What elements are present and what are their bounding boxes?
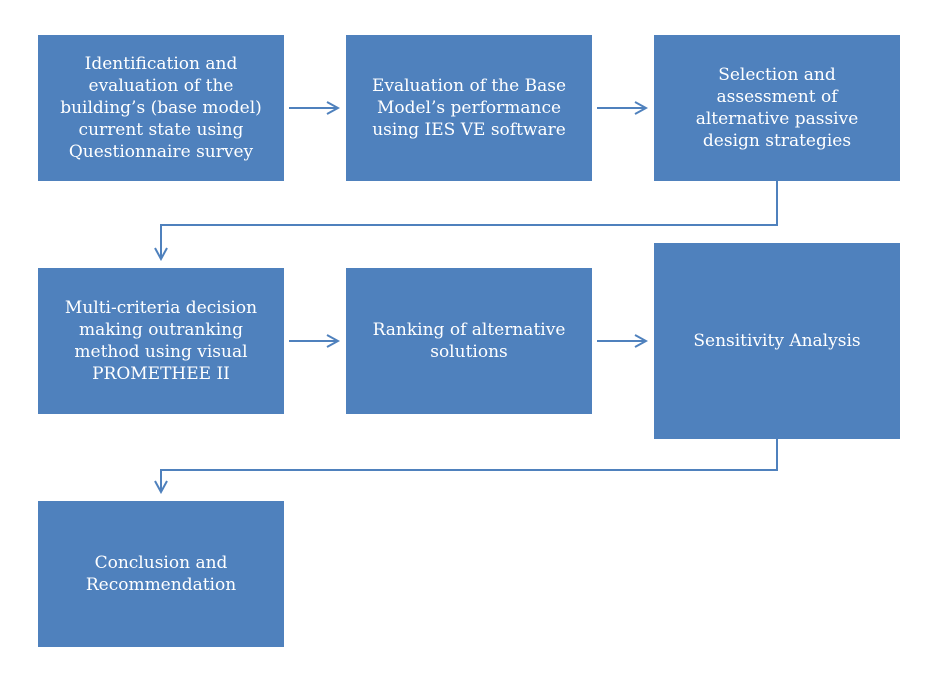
step-5-box: Ranking of alternative solutions: [346, 268, 592, 414]
step-1-box: Identification and evaluation of the bui…: [38, 35, 284, 181]
arrow-step6-to-step7: [161, 439, 778, 492]
step-7-box: Conclusion and Recommendation: [38, 501, 284, 647]
step-3-box: Selection and assessment of alternative …: [654, 35, 900, 181]
step-5-label: Ranking of alternative solutions: [372, 320, 566, 362]
step-1-label: Identification and evaluation of the bui…: [60, 54, 262, 162]
step-7-label: Conclusion and Recommendation: [85, 553, 237, 595]
step-2-label: Evaluation of the Base Model’s performan…: [371, 76, 567, 140]
step-3-label: Selection and assessment of alternative …: [695, 65, 859, 151]
step-4-box: Multi-criteria decision making outrankin…: [38, 268, 284, 414]
step-4-label: Multi-criteria decision making outrankin…: [64, 298, 258, 384]
arrow-step3-to-step4: [161, 181, 778, 259]
step-2-box: Evaluation of the Base Model’s performan…: [346, 35, 592, 181]
step-6-label: Sensitivity Analysis: [693, 331, 861, 351]
step-6-box: Sensitivity Analysis: [654, 243, 900, 439]
